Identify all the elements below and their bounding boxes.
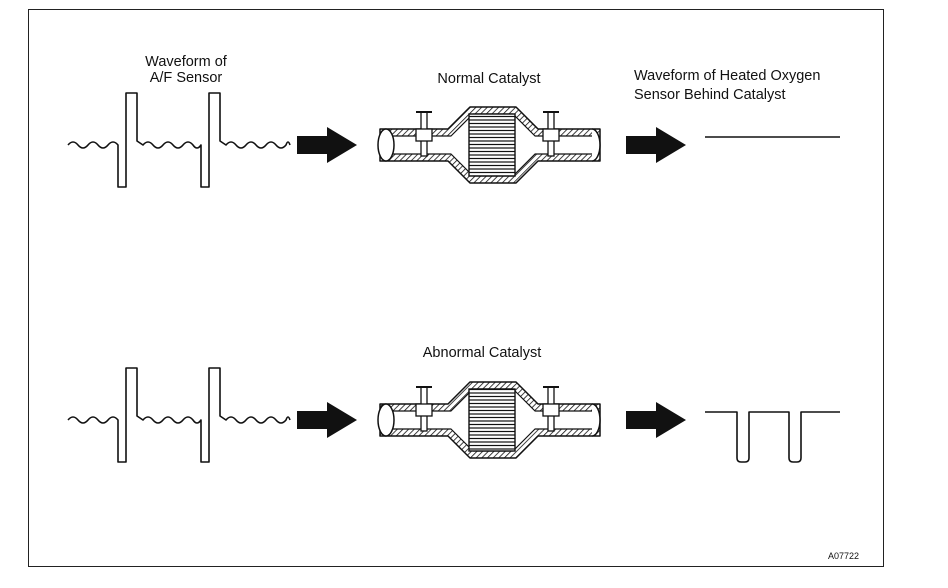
af-sensor-label-line2: A/F Sensor <box>149 70 223 86</box>
inlet-pipe-end <box>377 403 395 437</box>
ho2-sensor-label-line2: Sensor Behind Catalyst <box>634 87 786 103</box>
rear-sensor <box>542 111 560 157</box>
diagram-frame <box>28 9 884 567</box>
af-sensor-waveform <box>67 92 291 188</box>
flow-arrow-in <box>297 402 357 438</box>
catalytic-converter <box>377 381 601 459</box>
inlet-pipe-end <box>377 128 395 162</box>
abnormal-catalyst-label: Abnormal Catalyst <box>422 345 542 361</box>
sensor-nut <box>415 128 433 142</box>
catalytic-converter <box>377 106 601 184</box>
outlet-pipe-end <box>591 128 601 162</box>
sensor-nut <box>542 403 560 417</box>
sensor-nut <box>415 403 433 417</box>
af-sensor-label: Waveform of A/F Sensor <box>145 54 227 86</box>
flow-arrow-in <box>297 127 357 163</box>
outlet-pipe-end <box>591 403 601 437</box>
catalyst-substrate <box>468 388 516 452</box>
rear-sensor <box>542 386 560 432</box>
figure-code: A07722 <box>828 551 860 561</box>
flow-arrow-out <box>626 402 686 438</box>
front-sensor <box>415 386 433 432</box>
ho2-sensor-switching-waveform <box>705 411 840 463</box>
flow-arrow-out <box>626 127 686 163</box>
af-sensor-label-line1: Waveform of <box>145 54 227 70</box>
sensor-nut <box>542 128 560 142</box>
ho2-sensor-label: Waveform of Heated Oxygen Sensor Behind … <box>634 67 820 105</box>
catalyst-substrate <box>468 113 516 177</box>
front-sensor <box>415 111 433 157</box>
ho2-sensor-label-line1: Waveform of Heated Oxygen <box>634 68 821 84</box>
normal-catalyst-label: Normal Catalyst <box>437 71 541 87</box>
row-abnormal <box>67 367 840 463</box>
row-normal <box>67 92 840 188</box>
af-sensor-waveform <box>67 367 291 463</box>
